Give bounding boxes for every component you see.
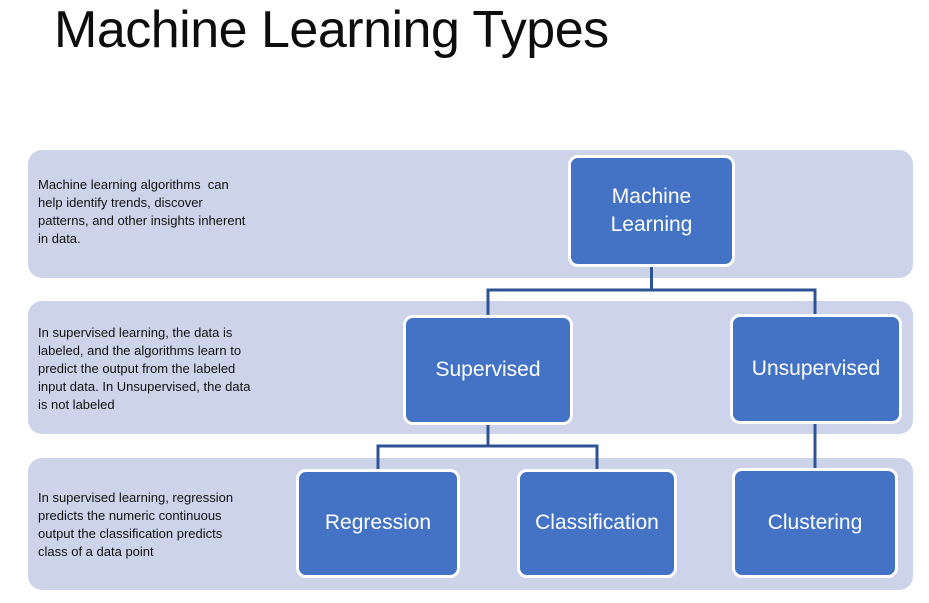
row-description-1: Machine learning algorithms can help ide… <box>38 177 246 246</box>
node-clustering: Clustering <box>732 468 898 578</box>
node-classification: Classification <box>517 469 677 578</box>
node-supervised: Supervised <box>403 315 573 425</box>
node-machine-learning: Machine Learning <box>568 155 735 267</box>
row-band-1 <box>28 150 913 278</box>
row-description-2: In supervised learning, the data is labe… <box>38 325 251 412</box>
page-title: Machine Learning Types <box>54 1 609 59</box>
row-description-3: In supervised learning, regression predi… <box>38 490 234 559</box>
node-regression: Regression <box>296 469 460 578</box>
node-unsupervised: Unsupervised <box>730 314 902 424</box>
